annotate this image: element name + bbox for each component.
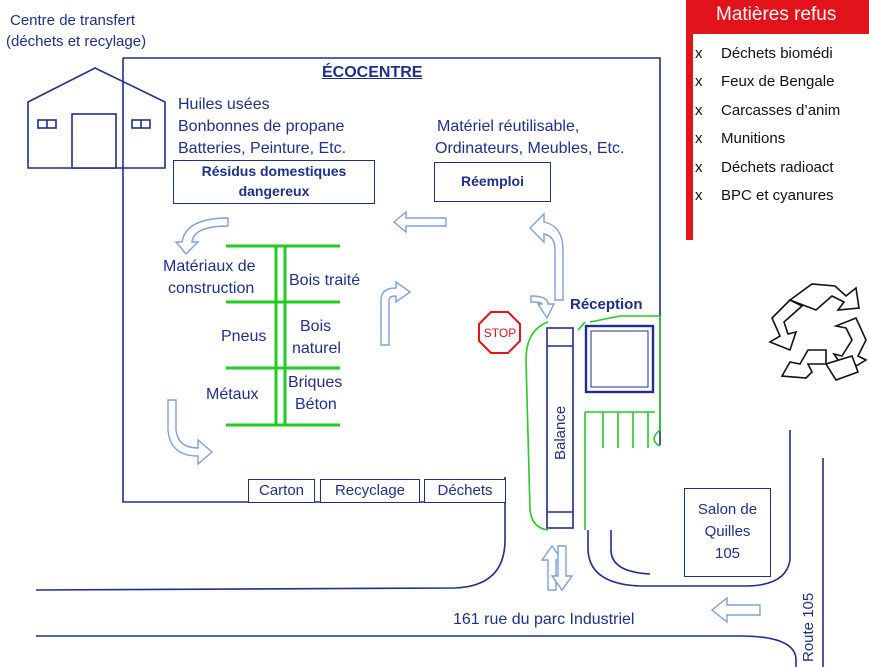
material-bricks-line2: Béton [295,396,337,413]
street-address: 161 rue du parc Industriel [453,611,635,628]
refused-item: x Déchets radioact [693,154,840,182]
material-construction-line1: Matériaux de [163,258,256,275]
bin-recycling-label: Recyclage [334,482,406,499]
bowling-line3: 105 [714,545,741,562]
material-natural-wood-line1: Bois [300,318,332,335]
material-natural-wood-line2: naturel [292,340,341,357]
reuse-box-label: Réemploi [460,173,524,189]
refused-marker: x [695,187,703,205]
reuse-item: Ordinateurs, Meubles, Etc. [435,140,625,157]
ecocentre-outline-top [123,57,661,445]
refused-item: x Feux de Bengale [693,68,840,96]
bin-recycling: Recyclage [320,479,420,503]
reception-booth [584,324,655,394]
refused-materials-title: Matières refus [716,4,837,25]
refused-marker: x [695,73,703,91]
route-label: Route 105 [800,592,817,662]
bin-carton: Carton [248,479,315,503]
bowling-line1: Salon de [697,501,758,518]
flow-arrows [167,210,761,624]
bin-waste-label: Déchets [437,482,493,499]
scale-label: Balance [552,405,569,460]
hazardous-item: Batteries, Peinture, Etc. [178,140,347,157]
reception-lane [525,315,661,531]
roads [35,430,824,667]
refused-marker: x [695,45,703,62]
refused-item-label: Munitions [721,130,786,148]
refused-item: x Munitions [693,125,840,153]
material-tires: Pneus [221,328,267,345]
refused-item: x Déchets biomédi [693,40,840,68]
refused-item-label: Déchets radioact [721,158,834,176]
refused-item-label: Déchets biomédi [721,45,833,62]
refused-item: x BPC et cyanures [693,182,840,210]
hazardous-waste-box-line2: dangereux [238,183,310,199]
material-construction-line2: construction [168,280,255,297]
refused-marker: x [695,158,703,176]
scale-platform [546,327,574,529]
material-bricks-line1: Briques [288,374,343,391]
material-metals: Métaux [206,386,259,403]
stop-sign-label: STOP [483,326,517,340]
refused-item-label: BPC et cyanures [721,187,834,205]
material-treated-wood: Bois traité [289,272,361,289]
refused-marker: x [695,101,703,119]
refused-item-label: Feux de Bengale [721,73,835,91]
bin-carton-label: Carton [258,482,305,499]
refused-marker: x [695,130,703,148]
hazardous-item: Huiles usées [178,96,270,113]
reuse-box: Réemploi [434,162,551,202]
material-shelving [226,244,340,427]
refused-item: x Carcasses d’anim [693,97,840,125]
reuse-item: Matériel réutilisable, [437,118,580,135]
transfer-centre-label-line2: (déchets et recylage) [6,33,147,50]
bowling-alley-box: Salon de Quilles 105 [684,488,771,577]
bin-waste: Déchets [424,479,506,503]
hazardous-waste-box: Résidus domestiques dangereux [173,160,375,204]
hazardous-item: Bonbonnes de propane [178,118,345,135]
refused-item-label: Carcasses d’anim [721,101,841,119]
ecocentre-title: ÉCOCENTRE [322,64,423,81]
recycle-symbol [768,283,868,381]
bowling-line2: Quilles [704,523,751,540]
stop-sign-shape [478,311,521,354]
reception-label: Réception [570,296,643,313]
hazardous-waste-box-line1: Résidus domestiques [201,163,347,179]
transfer-building [27,67,166,169]
transfer-centre-label-line1: Centre de transfert [10,12,136,29]
